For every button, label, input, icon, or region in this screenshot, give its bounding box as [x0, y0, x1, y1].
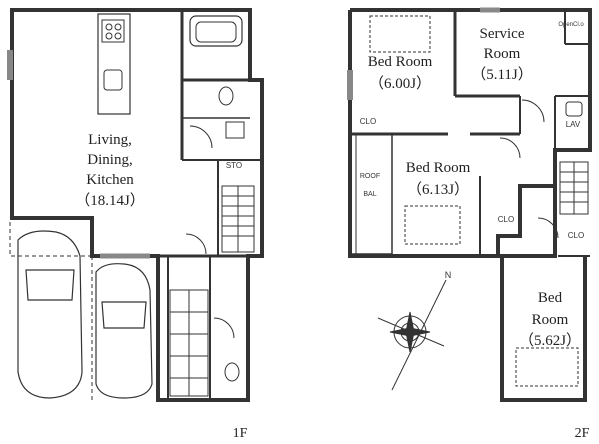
bedroom-3-line2: Room: [532, 312, 569, 328]
open-closet-label: OpenCl.o: [558, 22, 584, 28]
bedroom-2-size: （6.13J）: [407, 181, 469, 198]
service-room-size: （5.11J）: [471, 66, 533, 83]
bedroom-3-size: （5.62J）: [519, 332, 581, 349]
bedroom-1-size: （6.00J）: [369, 75, 431, 92]
storage-label: STO: [226, 161, 242, 170]
floor-2-label: 2F: [575, 426, 590, 441]
closet-label-1: CLO: [360, 117, 376, 126]
living-size: （18.14J）: [75, 192, 145, 209]
north-label: N: [445, 270, 452, 280]
floor-1: [7, 8, 264, 402]
roof-balcony-line2: BAL: [363, 191, 376, 198]
living-label-line1: Living,: [88, 132, 132, 148]
floor-2: [347, 7, 592, 402]
roof-balcony-line1: ROOF: [360, 173, 380, 180]
bedroom-1-name: Bed Room: [368, 54, 433, 70]
bedroom-2-name: Bed Room: [406, 160, 471, 176]
closet-label-2: CLO: [498, 215, 514, 224]
floor-1-label: 1F: [233, 426, 248, 441]
lavatory-label: LAV: [566, 120, 581, 129]
living-label-line2: Dining,: [87, 152, 132, 168]
living-label-line3: Kitchen: [86, 172, 134, 188]
service-room-line2: Room: [484, 46, 521, 62]
service-room-line1: Service: [480, 26, 525, 42]
bedroom-3-line1: Bed: [538, 290, 563, 306]
closet-label-3: CLO: [568, 231, 584, 240]
compass-rose-icon: [377, 279, 447, 391]
